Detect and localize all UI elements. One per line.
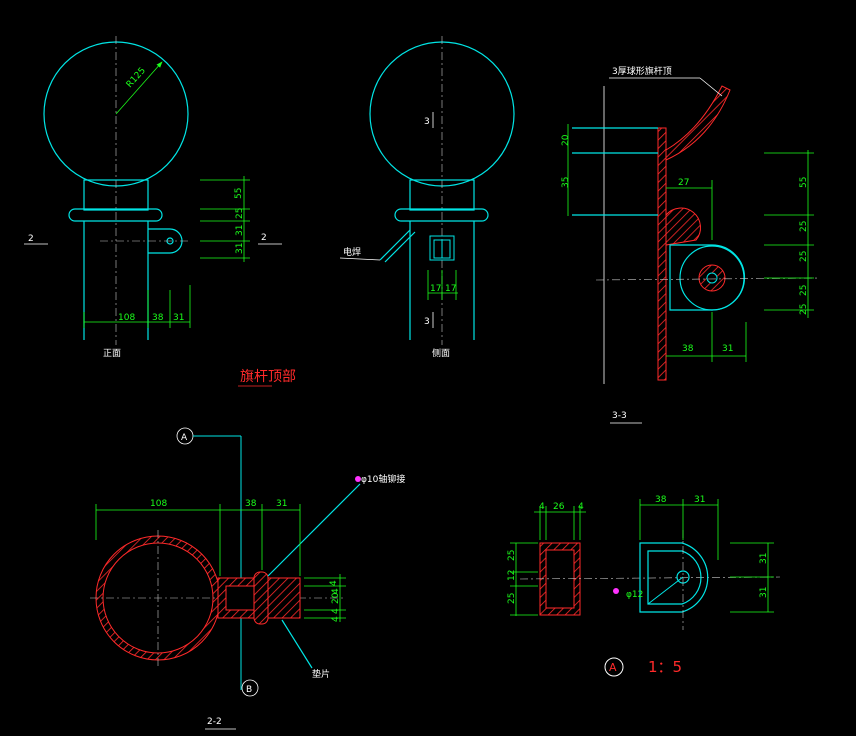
side-dim-17a: 17 [430, 284, 441, 294]
section33-title: 3-3 [612, 411, 627, 421]
s22-dim-4c: 4 [331, 608, 341, 614]
side-section-bottom: 3 [424, 317, 430, 327]
front-dim-31b: 31 [235, 243, 245, 254]
hole-label: φ12 [626, 590, 643, 600]
detail-a: φ12 4 26 4 25 12 25 38 31 31 31 A 1：5 [507, 495, 781, 677]
da-dim-4a: 4 [539, 502, 545, 512]
s33-dim-35: 35 [561, 177, 571, 188]
da-dim-25b: 25 [507, 593, 517, 604]
da-dim-12: 12 [507, 570, 517, 581]
da-dim-38: 38 [655, 495, 667, 505]
side-section-top: 3 [424, 117, 430, 127]
s33-dim-25c: 25 [799, 285, 809, 296]
front-dim-25: 25 [235, 208, 245, 219]
radius-label: R125 [125, 66, 148, 90]
section-3-3: 3厚球形旗杆顶 20 35 27 55 25 25 25 25 38 31 3-… [561, 65, 821, 424]
s33-dim-20: 20 [561, 134, 571, 146]
drawing-title: 旗杆顶部 [240, 369, 296, 385]
front-dim-31a: 31 [235, 225, 245, 236]
s22-dim-31: 31 [276, 499, 287, 509]
side-view: 3 3 电焊 17 17 侧面 [339, 36, 515, 359]
s33-dim-31: 31 [722, 344, 733, 354]
section-2-2: A B φ10轴铆接 垫片 108 38 31 4 4 20 4 4 2- [90, 427, 405, 730]
front-dim-31: 31 [173, 313, 184, 323]
s33-dim-27: 27 [678, 178, 689, 188]
s22-dim-20: 20 [331, 592, 341, 604]
s33-dim-25d: 25 [799, 304, 809, 315]
s22-dim-4d: 4 [331, 616, 341, 622]
da-dim-26: 26 [553, 502, 565, 512]
side-dim-17b: 17 [445, 284, 456, 294]
section-mark-left: 2 [28, 234, 34, 244]
weld-label: 电焊 [343, 246, 361, 258]
s33-dim-25a: 25 [799, 221, 809, 232]
s33-dim-38: 38 [682, 344, 694, 354]
section-mark-right: 2 [261, 233, 267, 243]
front-dim-38: 38 [152, 313, 164, 323]
front-dim-108: 108 [118, 313, 135, 323]
s22-dim-38: 38 [245, 499, 257, 509]
side-view-name: 侧面 [432, 347, 450, 359]
da-dim-31b: 31 [759, 587, 769, 598]
detail-a-marker: A [609, 661, 617, 674]
front-dim-55: 55 [234, 188, 244, 199]
detail-a-scale: 1：5 [648, 658, 682, 676]
da-dim-4b: 4 [578, 502, 584, 512]
axis-b-marker [241, 679, 259, 697]
s22-dim-108: 108 [150, 499, 167, 509]
axis-b-label: B [246, 685, 252, 695]
front-view-name: 正面 [103, 348, 121, 359]
s22-dim-4a: 4 [329, 580, 339, 586]
s22-dim-4b: 4 [331, 588, 341, 594]
ball-top-note: 3厚球形旗杆顶 [612, 65, 672, 77]
section22-title: 2-2 [207, 717, 222, 727]
da-dim-31: 31 [694, 495, 705, 505]
s33-dim-55: 55 [799, 177, 809, 188]
s33-dim-25b: 25 [799, 251, 809, 262]
rivet-label: φ10轴铆接 [361, 473, 405, 485]
washer-label: 垫片 [312, 668, 330, 680]
da-dim-25a: 25 [507, 550, 517, 561]
front-view: R125 2 2 108 38 31 55 25 31 31 正面 [24, 36, 282, 359]
da-dim-31a: 31 [759, 553, 769, 564]
axis-a-label: A [181, 433, 188, 443]
